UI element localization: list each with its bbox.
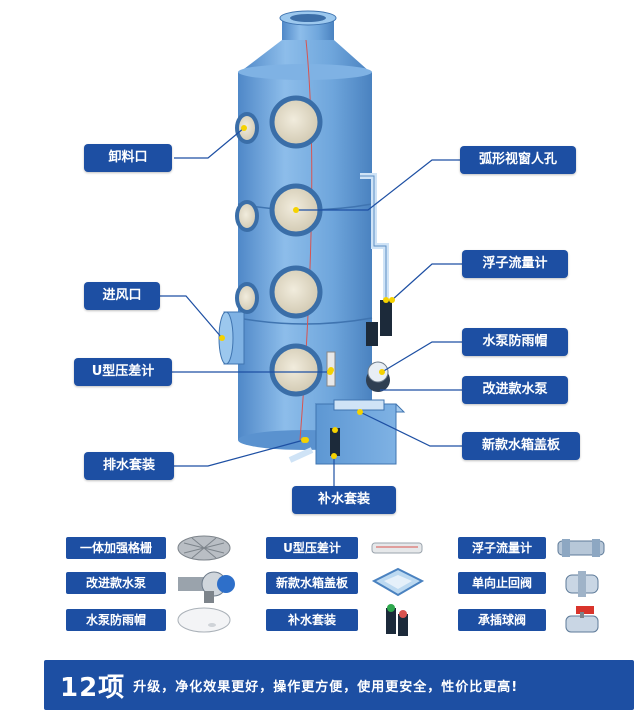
callout-float-flowmeter: 浮子流量计 <box>462 250 568 278</box>
flowmeter-pipe <box>360 173 392 346</box>
callout-inlet: 进风口 <box>84 282 160 310</box>
ball-valve-icon <box>565 606 599 633</box>
upgrade-count: 12项 <box>60 672 126 703</box>
callout-tank-cover: 新款水箱盖板 <box>462 432 580 460</box>
scrubber-tower-illustration <box>160 10 462 486</box>
callout-discharge-port: 卸料口 <box>84 144 172 172</box>
upgrade-text: 升级，净化效果更好，操作更方便，使用更安全，性价比更高! <box>133 679 519 695</box>
upgrade-banner: 12项 升级，净化效果更好，操作更方便，使用更安全，性价比更高! <box>44 660 634 710</box>
top-outlet-nozzle <box>279 10 337 40</box>
component-refill-kit-label: 补水套装 <box>266 609 358 631</box>
callout-u-gauge: U型压差计 <box>74 358 172 386</box>
component-float-flowmeter-label: 浮子流量计 <box>458 537 546 559</box>
side-ports <box>235 112 259 314</box>
callout-pump-rain-cap: 水泵防雨帽 <box>462 328 568 356</box>
rain-cap-icon <box>177 607 231 633</box>
check-valve-icon <box>565 571 599 597</box>
refill-kit-icon <box>386 604 408 636</box>
component-tank-cover-label: 新款水箱盖板 <box>266 572 358 594</box>
grid-icon <box>177 535 231 561</box>
callout-viewing-window: 弧形视窗人孔 <box>460 146 576 174</box>
component-pump-rain-cap-label: 水泵防雨帽 <box>66 609 166 631</box>
component-u-gauge-label: U型压差计 <box>266 537 358 559</box>
callout-refill-kit: 补水套装 <box>292 486 396 514</box>
u-gauge-icon <box>371 542 423 554</box>
component-check-valve-label: 单向止回阀 <box>458 572 546 594</box>
component-improved-pump-label: 改进款水泵 <box>66 572 166 594</box>
pump-icon <box>178 571 235 603</box>
u-gauge <box>326 351 336 387</box>
callout-drain-kit: 排水套装 <box>84 452 174 480</box>
tank-cover-icon <box>372 567 424 597</box>
component-grid-label: 一体加强格栅 <box>66 537 166 559</box>
inlet-duct <box>218 311 245 365</box>
leader-lines <box>160 127 462 486</box>
flowmeter-icon <box>557 539 605 557</box>
callout-improved-pump: 改进款水泵 <box>462 376 568 404</box>
component-ball-valve-label: 承插球阀 <box>458 609 546 631</box>
leader-dots <box>219 125 395 459</box>
